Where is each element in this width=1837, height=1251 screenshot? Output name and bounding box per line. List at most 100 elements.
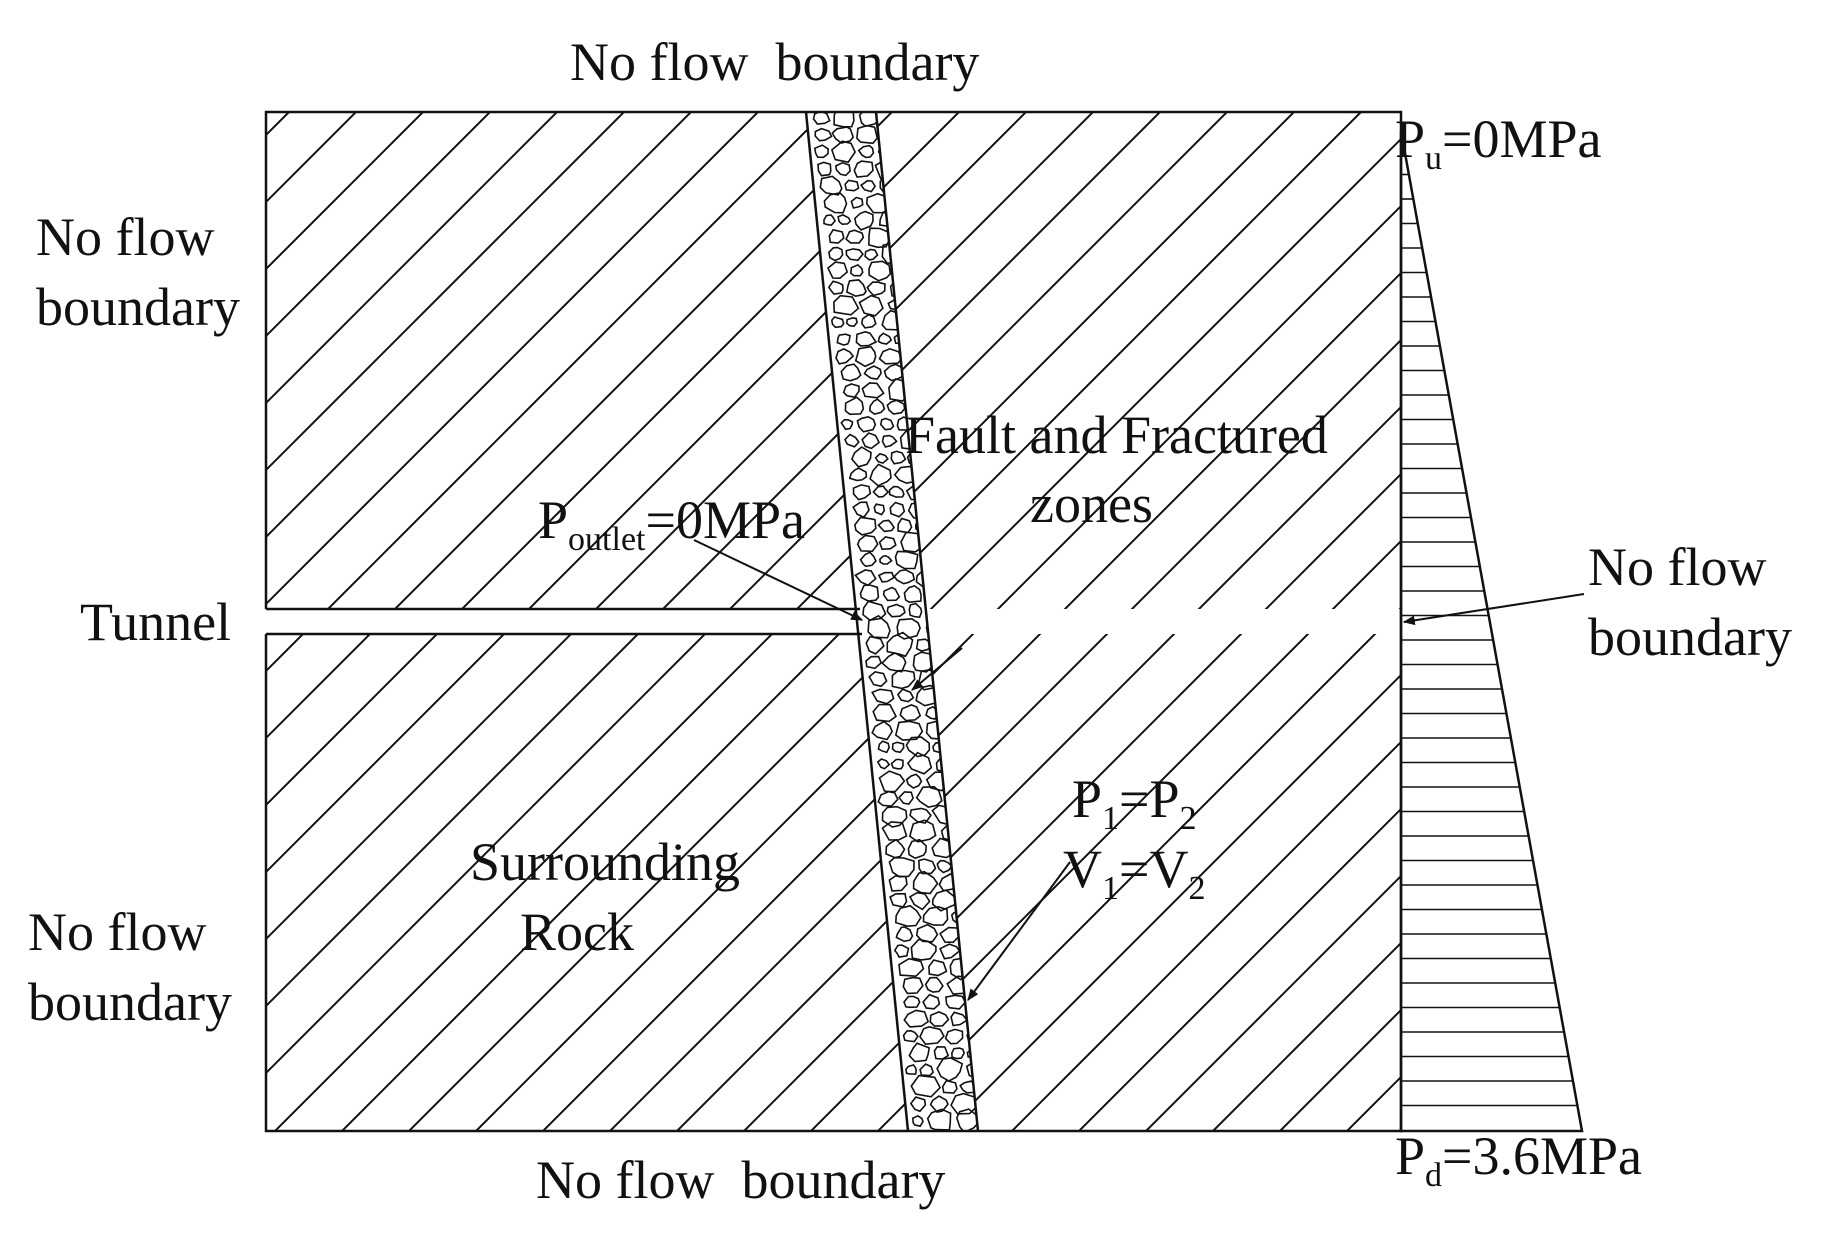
tunnel-label: Tunnel xyxy=(80,592,231,652)
pebble xyxy=(944,1028,964,1045)
pebble xyxy=(889,501,906,518)
hatch-line xyxy=(326,112,827,609)
pebble xyxy=(894,550,919,570)
hatch-line xyxy=(943,673,1401,1131)
pebble xyxy=(835,348,855,365)
pebble xyxy=(931,889,958,912)
pebble xyxy=(877,332,893,345)
pebble xyxy=(862,600,887,621)
fault-zone-label-line1: Fault and Fractured xyxy=(905,405,1328,465)
pebble xyxy=(840,363,862,382)
pebble xyxy=(845,248,864,262)
pebble xyxy=(881,821,908,841)
hatch-line xyxy=(1063,271,1401,609)
pressure-gradient-lines xyxy=(1401,149,1578,1107)
hatch-line xyxy=(0,594,276,1171)
pebble xyxy=(945,994,967,1010)
hatch-line xyxy=(340,634,841,1131)
pebble xyxy=(908,1042,931,1063)
pebble xyxy=(903,585,922,604)
pebble xyxy=(893,944,910,958)
pebble xyxy=(827,280,844,295)
hatch-line xyxy=(407,634,908,1131)
pebble xyxy=(830,140,857,164)
pebble xyxy=(856,534,879,553)
pebble xyxy=(881,805,908,828)
pebble xyxy=(831,126,855,144)
continuity-p-a-sub: 1 xyxy=(1102,800,1119,837)
p-lower-sub: d xyxy=(1425,1157,1442,1194)
pebble xyxy=(859,551,877,568)
pebble xyxy=(908,891,931,911)
hatch-line xyxy=(266,112,693,539)
pebble xyxy=(878,536,897,551)
pebble xyxy=(813,144,830,159)
pebble xyxy=(836,333,851,346)
hatch-line xyxy=(1278,1008,1401,1131)
pebble xyxy=(965,1061,978,1081)
pebble xyxy=(908,602,923,619)
bottom-boundary-label: No flow boundary xyxy=(536,1150,945,1210)
pebble xyxy=(886,631,914,658)
hatch-line xyxy=(1642,594,1837,1171)
pebble xyxy=(823,192,848,214)
pebble xyxy=(868,260,892,282)
hatch-line xyxy=(266,634,707,1075)
pebble xyxy=(902,1029,919,1043)
rock-hatching-lower xyxy=(0,594,1837,1171)
hatch-line xyxy=(809,634,1310,1131)
pebble xyxy=(894,720,924,741)
hatch-line xyxy=(1144,874,1401,1131)
hatch-line xyxy=(266,112,760,606)
pebble xyxy=(896,688,915,703)
hatch-line xyxy=(1197,405,1401,609)
hatch-line xyxy=(1345,1075,1401,1131)
hatch-line xyxy=(996,204,1401,609)
pebble xyxy=(859,179,877,193)
pebble xyxy=(853,516,877,536)
pebble xyxy=(877,519,895,533)
pebble xyxy=(861,432,881,450)
pebble xyxy=(856,415,877,433)
continuity-v-a-sub: 1 xyxy=(1102,870,1119,907)
pebble xyxy=(882,586,901,602)
pebble xyxy=(890,450,907,465)
pebble xyxy=(955,1108,978,1131)
pebble xyxy=(909,1096,927,1113)
hatch-line xyxy=(1211,941,1401,1131)
hatch-line xyxy=(742,634,1243,1131)
p-outlet-rest: =0MPa xyxy=(645,490,805,550)
hatch-line xyxy=(266,634,439,807)
p-outlet-sub: outlet xyxy=(568,521,646,558)
pebble xyxy=(853,160,874,178)
hatch-line xyxy=(1575,594,1837,1171)
pebble xyxy=(837,214,852,226)
pebble xyxy=(859,584,880,602)
pebble xyxy=(833,112,855,128)
pebble xyxy=(866,281,886,297)
pebble xyxy=(828,228,845,244)
hatch-line xyxy=(1264,472,1401,609)
pebble xyxy=(823,214,837,227)
hatch-line xyxy=(527,112,1028,609)
pressure-triangle xyxy=(1399,130,1584,1133)
top-boundary-label: No flow boundary xyxy=(570,32,979,92)
hatch-line xyxy=(1762,72,1837,649)
pebble xyxy=(827,261,849,280)
pebble xyxy=(936,1057,964,1082)
surrounding-rock-label-line2: Rock xyxy=(520,902,634,962)
pebble xyxy=(861,382,885,399)
pebble xyxy=(924,976,944,993)
pebble xyxy=(871,688,895,705)
pebble xyxy=(844,396,865,416)
hatch-line xyxy=(1829,72,1837,649)
hatch-line xyxy=(0,594,142,1171)
pebble xyxy=(886,603,906,618)
p-lower-rest: =3.6MPa xyxy=(1442,1126,1642,1186)
hatch-line xyxy=(273,634,774,1131)
pebble xyxy=(850,196,864,209)
pebble xyxy=(846,279,867,298)
pebble xyxy=(894,904,922,928)
fault-zone-pebbles xyxy=(812,112,978,1131)
